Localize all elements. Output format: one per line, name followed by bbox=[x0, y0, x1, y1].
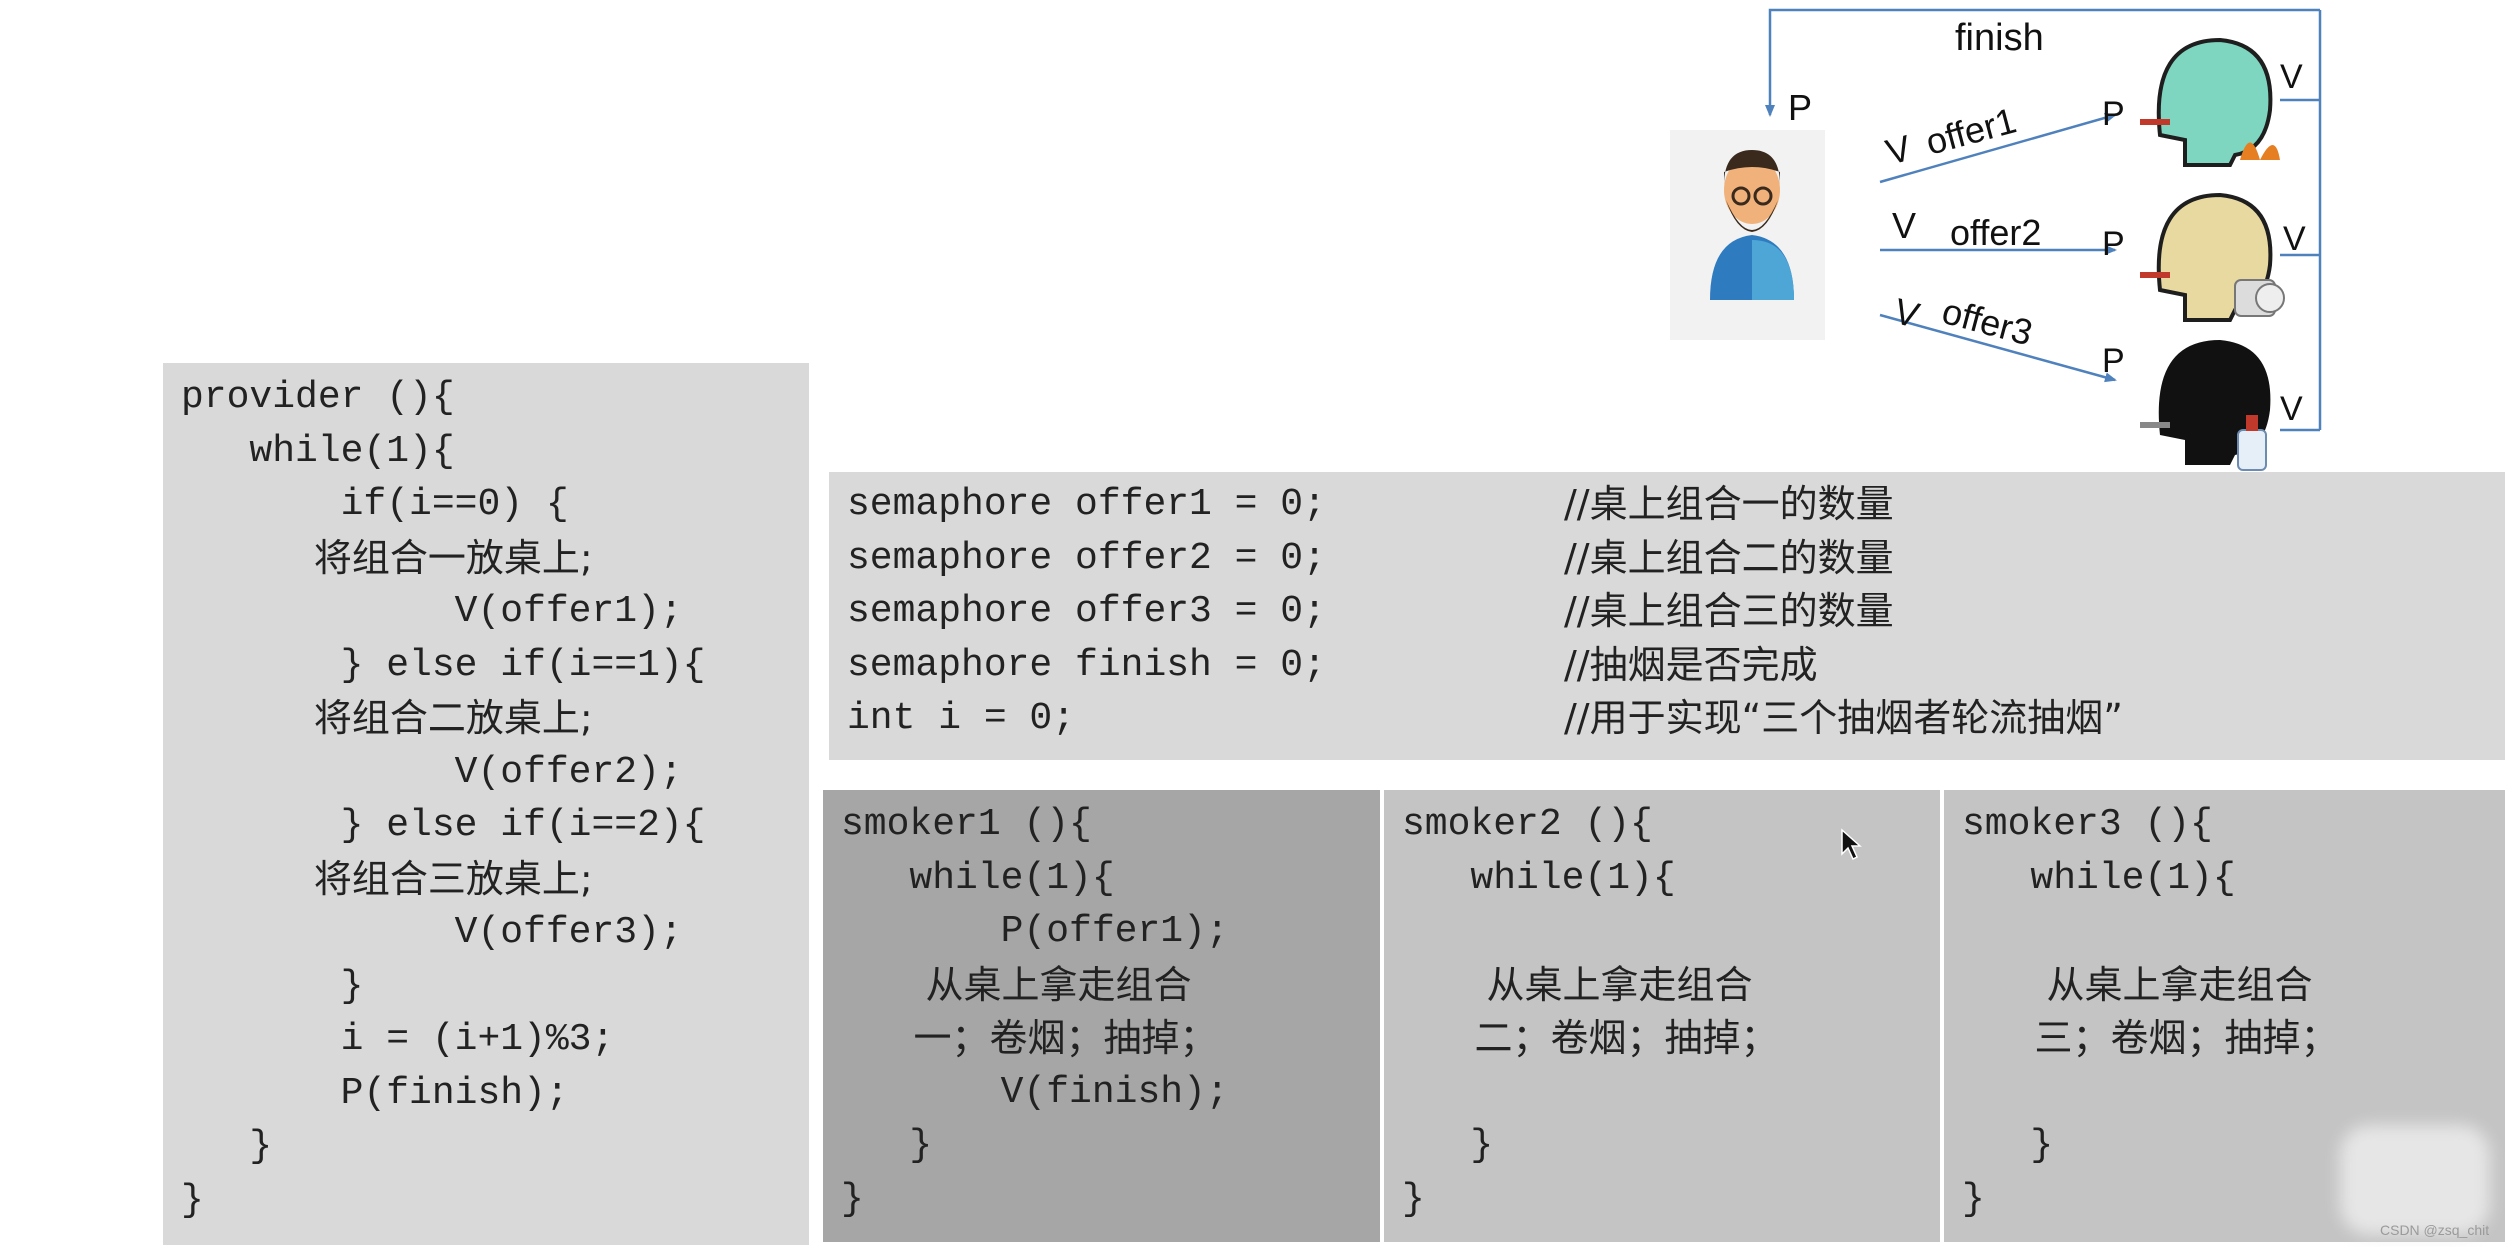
code-line: } bbox=[181, 1125, 273, 1168]
code-line: } bbox=[1962, 1177, 1985, 1221]
return-v-2: V bbox=[2283, 220, 2306, 258]
watermark: CSDN @zsq_chit bbox=[2380, 1222, 2490, 1238]
paper-roll-icon bbox=[2234, 279, 2285, 317]
edge3-p-label: P bbox=[2102, 342, 2125, 380]
declaration-code: semaphore offer3 = 0; bbox=[847, 590, 1326, 633]
code-line: while(1){ bbox=[1402, 856, 1676, 900]
smoker3-code-panel: smoker3 (){ while(1){ 从桌上拿走组合 三；卷烟；抽掉； }… bbox=[1944, 790, 2505, 1242]
edge2-offer-label: offer2 bbox=[1950, 212, 2041, 253]
edge1-offer-label: offer1 bbox=[1921, 99, 2020, 162]
offer3-arrow bbox=[1879, 313, 2117, 383]
semaphore-declarations-panel: semaphore offer1 = 0; //桌上组合一的数量 semaphore… bbox=[829, 472, 2505, 760]
code-line: V(offer1); bbox=[181, 590, 683, 633]
mouse-cursor-icon bbox=[1841, 828, 1862, 861]
code-line: 从桌上拿走组合 bbox=[841, 962, 1192, 1007]
declaration-comment: //桌上组合三的数量 bbox=[1564, 589, 1894, 633]
declaration-comment: //抽烟是否完成 bbox=[1564, 642, 1818, 687]
smoker2-code-panel: smoker2 (){ while(1){ 从桌上拿走组合 二；卷烟；抽掉； }… bbox=[1384, 790, 1940, 1242]
code-line: } bbox=[841, 1124, 933, 1167]
return-v-1: V bbox=[2280, 58, 2303, 96]
declaration-code: semaphore offer1 = 0; bbox=[847, 483, 1326, 526]
return-v-3: V bbox=[2280, 390, 2303, 428]
code-line: smoker2 (){ bbox=[1402, 803, 1653, 846]
declaration-code: semaphore finish = 0; bbox=[847, 643, 1326, 687]
code-line: 二；卷烟；抽掉； bbox=[1402, 1016, 1779, 1060]
code-line: } bbox=[1962, 1124, 2054, 1167]
code-line: if(i==0) { bbox=[181, 483, 569, 526]
finish-loop-line bbox=[1765, 8, 2320, 117]
code-line: while(1){ bbox=[841, 856, 1115, 900]
declaration-comment: //桌上组合一的数量 bbox=[1564, 482, 1894, 526]
code-line: V(finish); bbox=[841, 1070, 1229, 1114]
code-line: } else if(i==1){ bbox=[181, 643, 706, 687]
blurred-logo bbox=[2340, 1125, 2490, 1235]
smoker1-code-panel: smoker1 (){ while(1){ P(offer1); 从桌上拿走组合… bbox=[823, 790, 1380, 1242]
code-line: smoker1 (){ bbox=[841, 803, 1092, 846]
edge3-v-label: V bbox=[1890, 290, 1924, 336]
edge1-p-label: P bbox=[2102, 95, 2125, 133]
code-line: 将组合三放桌上; bbox=[181, 856, 593, 901]
code-line: P(finish); bbox=[181, 1071, 569, 1115]
edge2-p-label: P bbox=[2102, 225, 2125, 263]
provider-code-panel: provider (){ while(1){ if(i==0) { 将组合一放桌… bbox=[163, 363, 809, 1245]
code-line: } bbox=[841, 1177, 864, 1221]
code-line: 从桌上拿走组合 bbox=[1402, 962, 1753, 1007]
declaration-code: int i = 0; bbox=[847, 697, 1076, 740]
code-line: while(1){ bbox=[181, 429, 455, 473]
code-line: 一；卷烟；抽掉； bbox=[841, 1016, 1218, 1060]
code-line: while(1){ bbox=[1962, 856, 2236, 900]
declaration-comment: //桌上组合二的数量 bbox=[1564, 535, 1894, 580]
declaration-comment: //用于实现“三个抽烟者轮流抽烟” bbox=[1564, 696, 2123, 740]
glue-bottle-icon bbox=[2237, 415, 2267, 471]
declaration-code: semaphore offer2 = 0; bbox=[847, 536, 1326, 580]
smokers-diagram: finish P V offer1 P V offer2 P V offer3 … bbox=[1670, 8, 2322, 471]
code-line: V(offer3); bbox=[181, 911, 683, 954]
code-line: 将组合一放桌上; bbox=[181, 535, 593, 580]
code-line: } else if(i==2){ bbox=[181, 804, 706, 847]
code-line: smoker3 (){ bbox=[1962, 803, 2213, 846]
smoker-green-icon bbox=[2140, 37, 2273, 167]
provider-person-icon bbox=[1670, 130, 1825, 340]
code-line: provider (){ bbox=[181, 376, 455, 419]
code-line: } bbox=[1402, 1124, 1494, 1167]
code-line: } bbox=[181, 1178, 204, 1222]
edge2-v-label: V bbox=[1892, 205, 1916, 246]
finish-label: finish bbox=[1955, 17, 2044, 59]
edge1-v-label: V bbox=[1881, 127, 1915, 173]
code-line: } bbox=[1402, 1177, 1425, 1221]
code-line: V(offer2); bbox=[181, 750, 683, 794]
provider-p-label: P bbox=[1788, 87, 1812, 128]
code-line: 三；卷烟；抽掉； bbox=[1962, 1016, 2339, 1060]
code-line: 从桌上拿走组合 bbox=[1962, 962, 2313, 1007]
code-line: 将组合二放桌上; bbox=[181, 696, 593, 740]
code-line: } bbox=[181, 964, 364, 1008]
tobacco-icon bbox=[2240, 142, 2280, 160]
offer1-arrow bbox=[1879, 112, 2117, 184]
code-line: P(offer1); bbox=[841, 910, 1229, 953]
code-line: i = (i+1)%3; bbox=[181, 1018, 615, 1061]
